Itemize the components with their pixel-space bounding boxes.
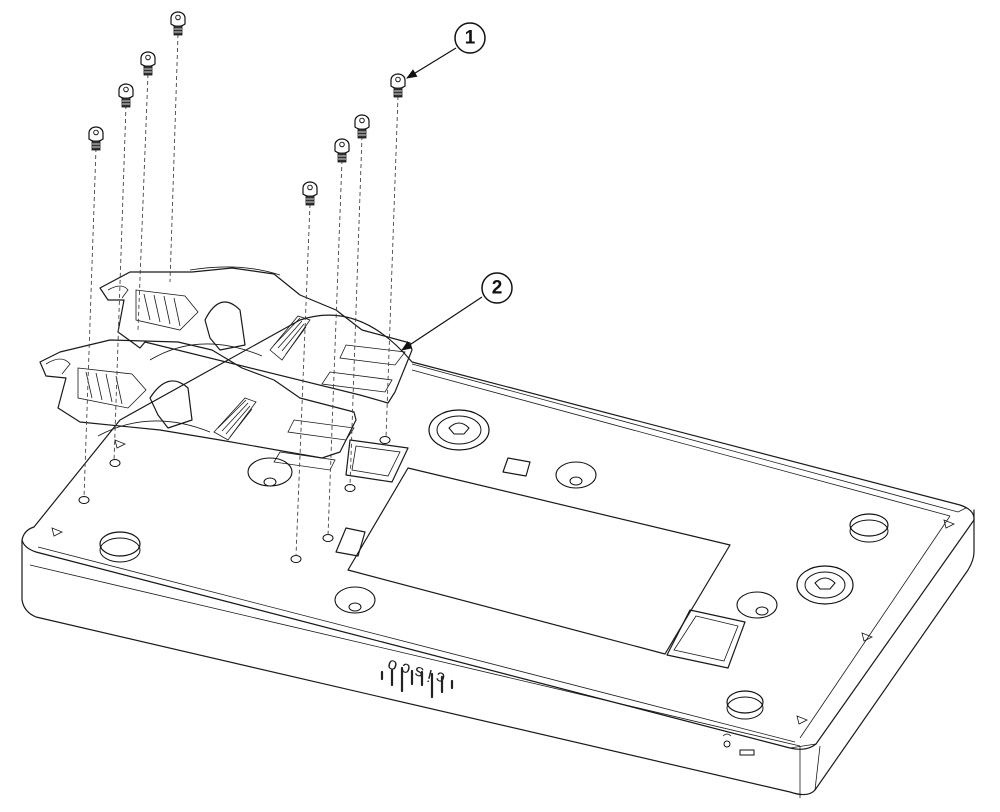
screw-boss bbox=[736, 591, 778, 619]
screw bbox=[354, 114, 370, 139]
label-plate bbox=[347, 467, 731, 655]
recessed-pocket bbox=[345, 439, 409, 483]
screws bbox=[88, 11, 406, 206]
screw bbox=[302, 181, 318, 206]
screw bbox=[390, 73, 406, 98]
rubber-foot bbox=[99, 531, 141, 563]
wall-mount-keyhole bbox=[428, 409, 490, 451]
brand-logo: cisco bbox=[380, 654, 454, 699]
brand-text: cisco bbox=[380, 654, 446, 688]
callout-circle bbox=[481, 272, 513, 304]
screw-boss bbox=[247, 457, 293, 487]
device-chassis bbox=[21, 314, 975, 798]
callout-1: 1 bbox=[406, 22, 486, 79]
screw-boss bbox=[334, 586, 376, 614]
logo-bars bbox=[380, 666, 454, 699]
recessed-pocket bbox=[502, 457, 531, 477]
screw bbox=[118, 83, 134, 108]
screw bbox=[88, 126, 104, 151]
screw bbox=[170, 11, 186, 36]
callout-label: 2 bbox=[492, 278, 503, 299]
screw-boss bbox=[555, 461, 597, 489]
alignment-guides bbox=[83, 33, 399, 557]
screw bbox=[140, 51, 156, 76]
screw bbox=[334, 138, 350, 163]
recessed-pocket bbox=[335, 527, 366, 557]
callout-circle bbox=[454, 22, 486, 54]
callout-2: 2 bbox=[401, 272, 513, 351]
din-rail-bracket-lower bbox=[39, 339, 357, 471]
callout-label: 1 bbox=[465, 28, 476, 49]
rubber-foot bbox=[726, 690, 764, 720]
wall-mount-keyhole bbox=[796, 565, 854, 605]
din-rail-bracket-upper bbox=[99, 266, 413, 404]
rubber-foot bbox=[849, 513, 889, 543]
recessed-pocket bbox=[666, 609, 746, 669]
